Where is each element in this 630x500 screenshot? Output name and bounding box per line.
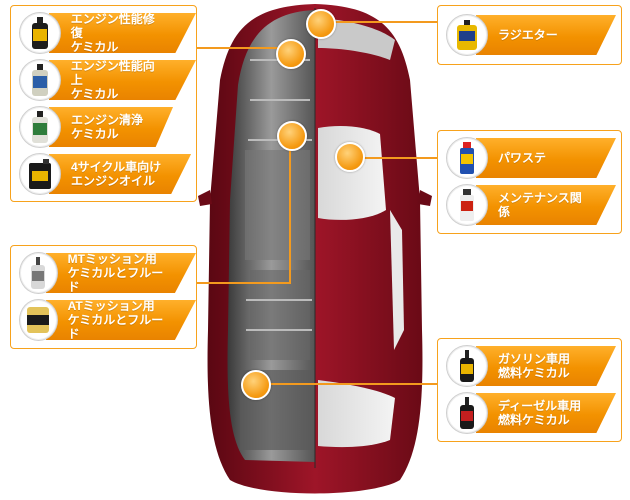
power-steering-dot[interactable] <box>335 142 365 172</box>
menu-item-radiator[interactable]: ラジエター <box>446 14 616 56</box>
connector-fuel-h <box>255 383 438 385</box>
menu-item-engine-repair[interactable]: エンジン性能修復 ケミカル <box>19 12 196 54</box>
car-illustration <box>198 4 432 494</box>
spray-icon <box>446 137 488 179</box>
engine-dot[interactable] <box>276 39 306 69</box>
menu-item-maintenance[interactable]: メンテナンス関係 <box>446 184 616 226</box>
bottle-icon <box>446 345 488 387</box>
bottle-icon <box>19 106 61 148</box>
menu-item-label: ディーゼル車用 燃料ケミカル <box>476 393 616 433</box>
radiator-dot[interactable] <box>306 9 336 39</box>
bottle-icon <box>19 12 61 54</box>
can-icon <box>19 299 58 341</box>
menu-item-label: ATミッション用 ケミカルとフルード <box>45 300 196 340</box>
menu-item-diesel-fuel[interactable]: ディーゼル車用 燃料ケミカル <box>446 392 616 434</box>
connector-radiator-h <box>322 21 438 23</box>
menu-item-label: メンテナンス関係 <box>476 185 616 225</box>
menu-item-label: エンジン性能修復 ケミカル <box>48 13 196 53</box>
menu-item-label: ラジエター <box>476 15 616 55</box>
menu-item-engine-cleaner[interactable]: エンジン清浄 ケミカル <box>19 106 174 148</box>
menu-item-label: MTミッション用 ケミカルとフルード <box>45 253 196 293</box>
connector-mission-h <box>195 282 290 284</box>
menu-item-gasoline-fuel[interactable]: ガソリン車用 燃料ケミカル <box>446 345 616 387</box>
bottle-icon <box>19 59 61 101</box>
bottle-icon <box>19 252 58 294</box>
connector-engine-h <box>195 47 290 49</box>
menu-item-power-steering[interactable]: パワステ <box>446 137 616 179</box>
bottle-icon <box>446 14 488 56</box>
menu-item-label: エンジン清浄 ケミカル <box>49 107 174 147</box>
radiator-group: ラジエター <box>437 5 622 65</box>
mission-dot[interactable] <box>277 121 307 151</box>
spray-icon <box>446 184 488 226</box>
menu-item-engine-performance[interactable]: エンジン性能向上 ケミカル <box>19 59 196 101</box>
menu-item-label: エンジン性能向上 ケミカル <box>48 60 196 100</box>
connector-power-h <box>350 157 440 159</box>
menu-item-at-mission[interactable]: ATミッション用 ケミカルとフルード <box>19 299 196 341</box>
menu-item-4cycle-oil[interactable]: 4サイクル車向け エンジンオイル <box>19 153 192 195</box>
maintenance-group: パワステ メンテナンス関係 <box>437 130 622 234</box>
menu-item-mt-mission[interactable]: MTミッション用 ケミカルとフルード <box>19 252 196 294</box>
fuel-dot[interactable] <box>241 370 271 400</box>
connector-mission-v <box>289 135 291 284</box>
oil-can-icon <box>19 153 61 195</box>
fuel-chemicals-group: ガソリン車用 燃料ケミカル ディーゼル車用 燃料ケミカル <box>437 338 622 442</box>
mission-chemicals-group: MTミッション用 ケミカルとフルード ATミッション用 ケミカルとフルード <box>10 245 197 349</box>
menu-item-label: パワステ <box>476 138 616 178</box>
menu-item-label: ガソリン車用 燃料ケミカル <box>476 346 616 386</box>
bottle-icon <box>446 392 488 434</box>
engine-chemicals-group: エンジン性能修復 ケミカル エンジン性能向上 ケミカル エンジン清浄 ケミカル … <box>10 5 197 202</box>
menu-item-label: 4サイクル車向け エンジンオイル <box>49 154 192 194</box>
